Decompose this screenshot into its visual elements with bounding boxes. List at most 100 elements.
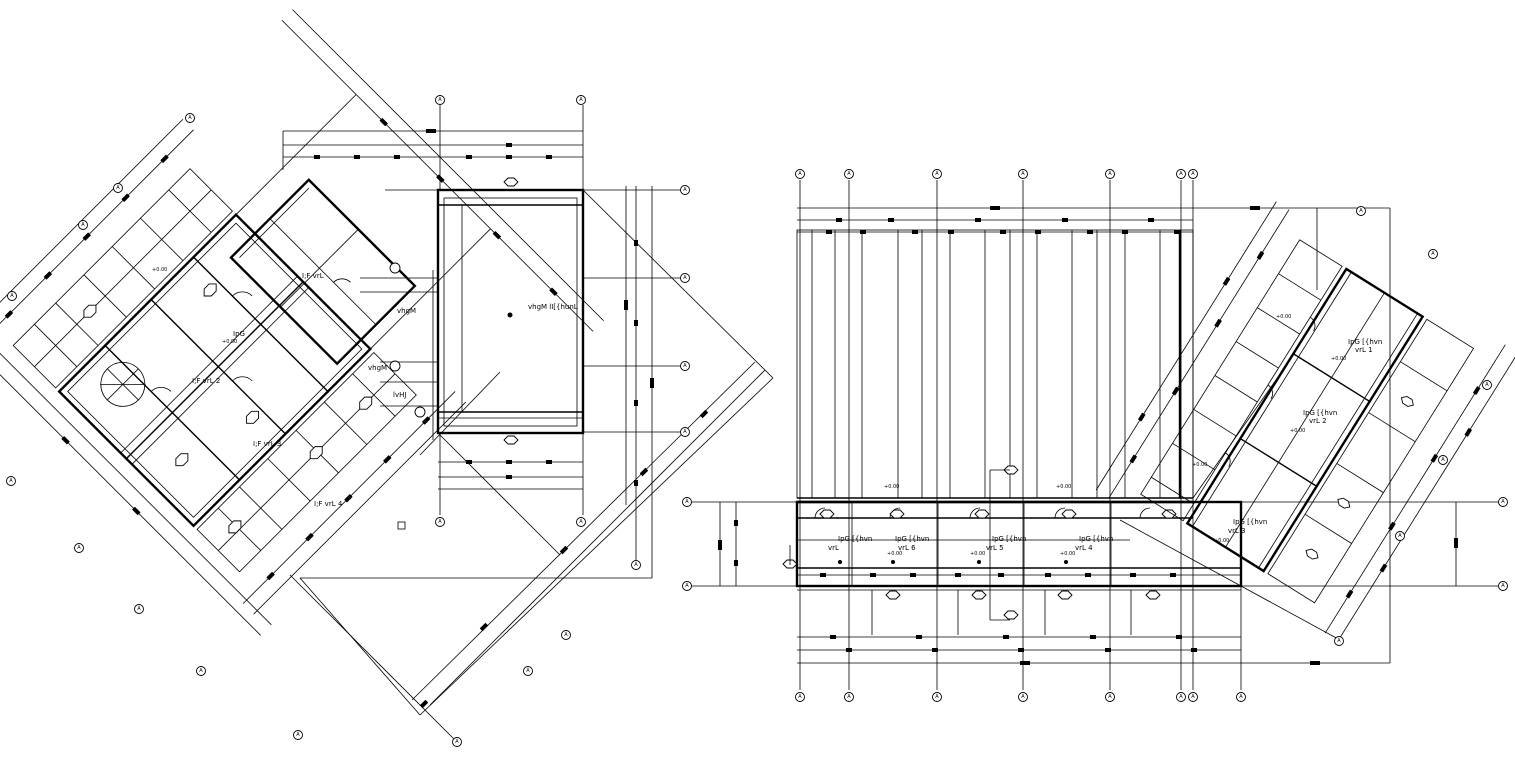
grid-bubble xyxy=(682,581,692,591)
grid-bubble-label: A xyxy=(1239,694,1243,700)
grid-bubble xyxy=(1482,380,1492,390)
left-upper-wing xyxy=(229,178,417,366)
grid-bubble xyxy=(1428,249,1438,259)
grid-bubble-label: A xyxy=(199,668,203,674)
right-room-label-b1: IpG [{hvn xyxy=(838,535,872,543)
grid-bubble-label: A xyxy=(1431,251,1435,257)
left-diagonal-band xyxy=(289,361,774,741)
grid-bubble-label: A xyxy=(1191,171,1195,177)
grid-bubble-label: A xyxy=(847,694,851,700)
right-room-label-b6t: IpG [{hvn xyxy=(895,535,929,543)
left-small-label-2: IpG xyxy=(233,330,245,338)
right-room-label-b6: vrL 6 xyxy=(898,544,916,552)
right-floor-plan: IpG [{hvn vrL vrL 6 IpG [{hvn vrL 5 IpG … xyxy=(690,180,1515,690)
grid-bubble-label: A xyxy=(188,115,192,121)
grid-bubble-label: A xyxy=(9,478,13,484)
grid-bubble xyxy=(1105,692,1115,702)
right-level-tag-8: +0.00 xyxy=(1331,356,1346,362)
grid-bubble-label: A xyxy=(1108,171,1112,177)
grid-bubble-label: A xyxy=(81,222,85,228)
grid-bubble xyxy=(844,169,854,179)
right-level-tag-9: +0.00 xyxy=(1290,428,1305,434)
grid-bubble xyxy=(1498,581,1508,591)
right-level-tag-4: +0.00 xyxy=(970,551,985,557)
grid-bubble-label: A xyxy=(116,185,120,191)
grid-bubble xyxy=(795,169,805,179)
left-small-label-4: vhgM xyxy=(368,364,387,372)
left-level-tag-2: +0.00 xyxy=(222,339,237,345)
grid-bubble-label: A xyxy=(683,187,687,193)
right-room-label-b5: vrL 5 xyxy=(986,544,1004,552)
left-room-label-1: I;F vrL xyxy=(302,272,324,280)
left-room-label-3: I;F vrL 3 xyxy=(253,440,281,448)
grid-bubble-label: A xyxy=(137,606,141,612)
left-level-tag-1: +0.00 xyxy=(152,267,167,273)
grid-bubble xyxy=(680,427,690,437)
grid-bubble-label: A xyxy=(634,562,638,568)
right-level-tag-1: +0.00 xyxy=(884,484,899,490)
grid-bubble-label: A xyxy=(798,694,802,700)
left-room-label-4: I;F vrL 4 xyxy=(314,500,343,508)
right-room-label-w1: IpG [{hvn xyxy=(1348,338,1382,346)
grid-bubble xyxy=(1498,497,1508,507)
grid-bubble-label: A xyxy=(1485,382,1489,388)
grid-bubble xyxy=(631,560,641,570)
left-hall-label: vhgM lI[{hunL xyxy=(528,303,578,311)
right-main-block xyxy=(690,180,1500,690)
grid-bubble-label: A xyxy=(683,429,687,435)
grid-bubble-label: A xyxy=(935,694,939,700)
grid-bubble xyxy=(7,291,17,301)
grid-bubble-label: A xyxy=(1108,694,1112,700)
grid-bubble-label: A xyxy=(1021,694,1025,700)
grid-bubble xyxy=(680,361,690,371)
grid-bubble-label: A xyxy=(798,171,802,177)
grid-bubble-label: A xyxy=(1337,638,1341,644)
grid-bubble-label: A xyxy=(1021,171,1025,177)
right-room-label-w3s: vrL 3 xyxy=(1228,527,1246,535)
right-room-label-b5t: IpG [{hvn xyxy=(992,535,1026,543)
grid-bubble xyxy=(844,692,854,702)
grid-bubble-label: A xyxy=(683,275,687,281)
grid-bubble xyxy=(185,113,195,123)
left-floor-plan: I;F vrL I;F vrL 2 I;F vrL 3 I;F vrL 4 vh… xyxy=(0,9,774,741)
grid-bubble xyxy=(523,666,533,676)
grid-bubble xyxy=(452,737,462,747)
grid-bubble xyxy=(435,517,445,527)
grid-bubble xyxy=(293,730,303,740)
grid-bubble xyxy=(74,543,84,553)
grid-bubble-label: A xyxy=(1179,171,1183,177)
grid-bubble xyxy=(1188,169,1198,179)
grid-bubble xyxy=(78,220,88,230)
grid-bubble-label: A xyxy=(1179,694,1183,700)
left-rotated-wing xyxy=(0,9,604,636)
grid-bubble xyxy=(6,476,16,486)
right-level-tag-6: +0.00 xyxy=(1214,538,1229,544)
right-level-tag-10: +0.00 xyxy=(1192,462,1207,468)
right-room-label-b1s: vrL xyxy=(828,544,839,552)
grid-bubble xyxy=(932,169,942,179)
left-small-label-1: vhgM xyxy=(397,307,416,315)
grid-bubble xyxy=(1395,531,1405,541)
grid-bubble-label: A xyxy=(77,545,81,551)
right-room-label-b4t: IpG [{hvn xyxy=(1079,535,1113,543)
right-rotated-wing xyxy=(1095,201,1515,642)
grid-bubble xyxy=(680,185,690,195)
right-room-label-w2s: vrL 2 xyxy=(1309,417,1327,425)
grid-bubble xyxy=(1176,692,1186,702)
grid-bubble xyxy=(1236,692,1246,702)
grid-bubble xyxy=(196,666,206,676)
right-room-label-w1s: vrL 1 xyxy=(1355,346,1373,354)
grid-bubble xyxy=(1105,169,1115,179)
left-small-label-3: lvHJ xyxy=(393,391,406,399)
grid-bubble-label: A xyxy=(438,519,442,525)
grid-bubble-label: A xyxy=(1398,533,1402,539)
right-level-tag-2: +0.00 xyxy=(1056,484,1071,490)
grid-bubble-label: A xyxy=(1191,694,1195,700)
grid-bubble xyxy=(134,604,144,614)
grid-bubble-label: A xyxy=(1441,457,1445,463)
grid-bubble xyxy=(576,95,586,105)
grid-bubble xyxy=(1018,169,1028,179)
grid-bubble xyxy=(1334,636,1344,646)
right-level-tag-3: +0.00 xyxy=(887,551,902,557)
